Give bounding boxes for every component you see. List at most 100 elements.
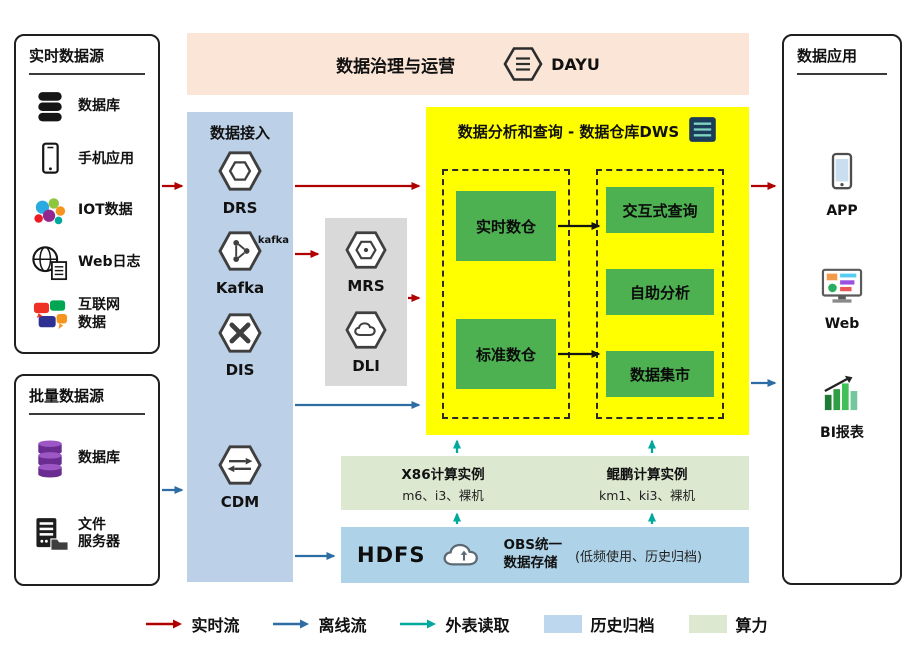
kunpeng-title: 鲲鹏计算实例 bbox=[606, 466, 688, 483]
app-item-app: APP bbox=[784, 151, 900, 219]
dayu-logo: DAYU bbox=[503, 46, 600, 82]
service-box-data-mart: 数据集市 bbox=[606, 351, 714, 397]
middleware-box: MRS DLI bbox=[325, 218, 407, 386]
x86-specs: m6、i3、裸机 bbox=[402, 487, 484, 503]
source-label: 互联网 数据 bbox=[78, 297, 120, 331]
source-item-mobile-app: 手机应用 bbox=[20, 140, 154, 178]
dayu-label: DAYU bbox=[551, 54, 600, 74]
ingestion-label: DRS bbox=[222, 199, 258, 217]
legend-label: 历史归档 bbox=[590, 616, 655, 635]
ingestion-label: Kafka bbox=[215, 279, 265, 297]
legend-label: 实时流 bbox=[191, 616, 240, 635]
dws-header: 数据分析和查询 - 数据仓库DWS bbox=[426, 116, 749, 147]
source-label: 文件 服务器 bbox=[78, 516, 120, 551]
legend-item-realtime-flow: 实时流 bbox=[146, 612, 239, 636]
source-label: 数据库 bbox=[78, 450, 120, 466]
mrs-icon bbox=[344, 231, 388, 274]
applications-title: 数据应用 bbox=[797, 45, 887, 75]
legend-item-compute-power: 算力 bbox=[688, 612, 768, 636]
warehouse-box-standard: 标准数仓 bbox=[456, 319, 556, 389]
app-label: APP bbox=[826, 203, 858, 219]
app-phone-icon bbox=[824, 152, 860, 197]
source-item-internet: 互联网 数据 bbox=[20, 297, 154, 332]
source-label: 数据库 bbox=[78, 98, 120, 115]
source-item-file-server: 文件 服务器 bbox=[20, 515, 154, 553]
data-applications-panel: 数据应用 APP Web BI报表 bbox=[782, 34, 902, 585]
ingestion-label: DIS bbox=[225, 361, 255, 379]
obs-cloud-icon bbox=[438, 536, 490, 574]
services-group bbox=[596, 169, 724, 419]
dayu-hexagon-icon bbox=[503, 47, 543, 81]
app-label: Web bbox=[824, 316, 860, 332]
app-label: BI报表 bbox=[820, 425, 864, 441]
document-icon bbox=[688, 116, 717, 147]
ingestion-item-cdm: CDM bbox=[187, 444, 293, 511]
legend-item-offline-flow: 离线流 bbox=[273, 612, 366, 636]
dis-icon bbox=[217, 312, 263, 358]
external-read-arrow-icon bbox=[400, 619, 437, 629]
storage-note: (低频使用、历史归档) bbox=[574, 549, 703, 565]
legend-label: 离线流 bbox=[318, 616, 367, 635]
iot-icon bbox=[28, 194, 72, 228]
legend-label: 算力 bbox=[735, 616, 768, 635]
source-item-iot: IOT数据 bbox=[20, 194, 154, 228]
bi-report-icon bbox=[820, 375, 864, 416]
governance-banner: 数据治理与运营 DAYU bbox=[187, 33, 749, 95]
governance-title: 数据治理与运营 bbox=[336, 56, 456, 77]
legend-item-history-archive: 历史归档 bbox=[543, 612, 655, 636]
source-label: IOT数据 bbox=[78, 202, 133, 219]
kunpeng-specs: km1、ki3、裸机 bbox=[598, 487, 696, 503]
cdm-icon bbox=[217, 444, 263, 490]
middleware-label: MRS bbox=[347, 277, 385, 295]
dli-icon bbox=[344, 311, 388, 354]
ingestion-title: 数据接入 bbox=[209, 124, 270, 142]
dws-title: 数据分析和查询 - 数据仓库DWS bbox=[457, 123, 680, 141]
middleware-item-mrs: MRS bbox=[325, 230, 407, 295]
realtime-sources-panel: 实时数据源 数据库 手机应用 IOT数据 Web日志 互联网 数据 bbox=[14, 34, 160, 354]
mobile-icon bbox=[28, 140, 72, 178]
warehouse-group bbox=[442, 169, 570, 419]
middleware-item-dli: DLI bbox=[325, 310, 407, 375]
middleware-label: DLI bbox=[352, 357, 380, 375]
ingestion-item-dis: DIS bbox=[187, 312, 293, 379]
service-box-interactive-query: 交互式查询 bbox=[606, 187, 714, 233]
realtime-sources-title: 实时数据源 bbox=[29, 45, 145, 75]
internet-bubbles-icon bbox=[28, 298, 72, 332]
compute-instances-strip: X86计算实例 m6、i3、裸机 鲲鹏计算实例 km1、ki3、裸机 bbox=[341, 456, 749, 510]
ingestion-item-kafka: kafka Kafka bbox=[187, 230, 293, 297]
compute-x86-group: X86计算实例 m6、i3、裸机 bbox=[341, 456, 545, 510]
app-item-web: Web bbox=[784, 266, 900, 332]
archive-swatch bbox=[543, 615, 582, 633]
kafka-wordmark: kafka bbox=[257, 235, 289, 246]
data-ingestion-column: 数据接入 DRS kafka Kafka DIS CDM bbox=[187, 112, 293, 582]
app-item-bi: BI报表 bbox=[784, 372, 900, 442]
weblog-globe-icon bbox=[28, 244, 72, 282]
storage-strip: HDFS OBS统一 数据存储 (低频使用、历史归档) bbox=[341, 527, 749, 583]
batch-sources-panel: 批量数据源 数据库 文件 服务器 bbox=[14, 374, 160, 586]
drs-icon bbox=[217, 150, 263, 196]
legend-label: 外表读取 bbox=[445, 616, 510, 635]
compute-swatch bbox=[688, 615, 727, 633]
service-box-self-analysis: 自助分析 bbox=[606, 269, 714, 315]
compute-kunpeng-group: 鲲鹏计算实例 km1、ki3、裸机 bbox=[545, 456, 749, 510]
source-item-weblog: Web日志 bbox=[20, 244, 154, 282]
warehouse-box-realtime: 实时数仓 bbox=[456, 191, 556, 261]
source-item-database: 数据库 bbox=[20, 89, 154, 125]
ingestion-item-drs: DRS bbox=[187, 150, 293, 217]
kafka-icon: kafka bbox=[217, 230, 289, 276]
x86-title: X86计算实例 bbox=[401, 466, 485, 483]
source-label: 手机应用 bbox=[78, 150, 134, 167]
batch-sources-title: 批量数据源 bbox=[29, 385, 145, 415]
source-label: Web日志 bbox=[78, 253, 141, 270]
source-item-batch-database: 数据库 bbox=[20, 440, 154, 478]
database-purple-icon bbox=[28, 440, 72, 478]
obs-storage-label: OBS统一 数据存储 bbox=[503, 537, 562, 571]
realtime-arrow-icon bbox=[146, 619, 183, 629]
offline-arrow-icon bbox=[273, 619, 310, 629]
database-icon bbox=[28, 89, 72, 125]
web-browser-icon bbox=[820, 268, 864, 310]
legend-item-external-read: 外表读取 bbox=[400, 612, 510, 636]
dws-warehouse-box: 数据分析和查询 - 数据仓库DWS 实时数仓 标准数仓 交互式查询 自助分析 数… bbox=[426, 107, 749, 435]
hdfs-label: HDFS bbox=[357, 543, 426, 567]
legend: 实时流 离线流 外表读取 历史归档 算力 bbox=[0, 612, 914, 636]
